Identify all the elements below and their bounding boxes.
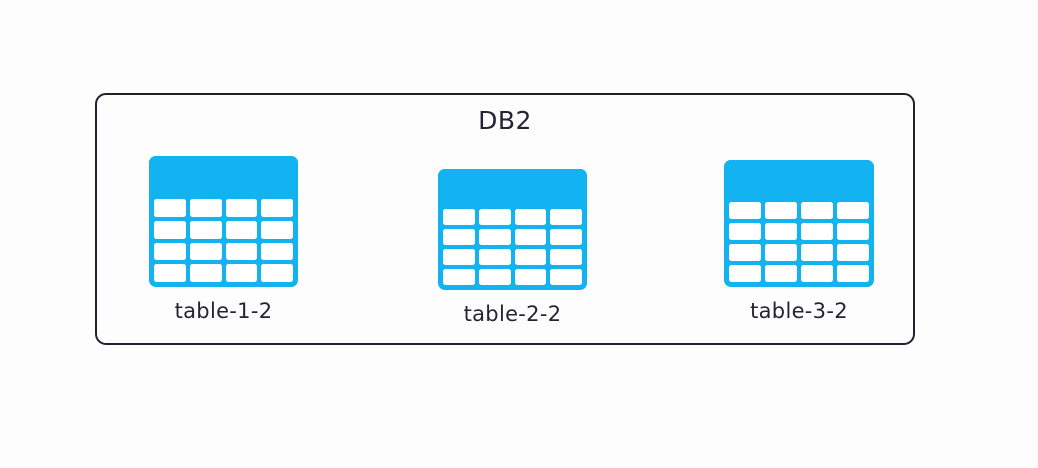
table-cell (514, 269, 547, 285)
table-cell (729, 223, 761, 240)
table-cell-grid (724, 202, 874, 287)
table-cell (478, 269, 511, 285)
table-node-3[interactable]: table-3-2 (724, 160, 874, 324)
table-cell (478, 229, 511, 245)
database-title: DB2 (478, 106, 532, 135)
table-cell (189, 242, 222, 261)
table-cell (801, 202, 833, 219)
table-label: table-2-2 (463, 302, 562, 326)
table-cell (443, 249, 475, 265)
table-cell (225, 199, 258, 217)
table-cell (514, 209, 547, 225)
table-cell (550, 249, 582, 265)
table-cell (261, 242, 293, 261)
table-cell (550, 229, 582, 245)
table-cell (189, 199, 222, 217)
table-cell (765, 202, 797, 219)
table-cell (729, 202, 761, 219)
table-cell (225, 220, 258, 239)
table-cell (261, 220, 293, 239)
table-node-1[interactable]: table-1-2 (149, 156, 298, 324)
table-cell (189, 264, 222, 282)
table-cell (443, 269, 475, 285)
table-cell (550, 269, 582, 285)
table-cell (837, 202, 869, 219)
table-cell (154, 264, 186, 282)
table-cell (837, 223, 869, 240)
table-header-band (438, 169, 587, 209)
table-cell (729, 244, 761, 261)
table-cell (261, 199, 293, 217)
table-cell (837, 244, 869, 261)
table-cell (261, 264, 293, 282)
table-cell (225, 264, 258, 282)
table-cell (765, 244, 797, 261)
table-cell (514, 229, 547, 245)
table-cell (765, 223, 797, 240)
table-cell (801, 265, 833, 282)
table-cell (478, 249, 511, 265)
table-icon (149, 156, 298, 287)
table-label: table-1-2 (174, 299, 273, 323)
table-cell (765, 265, 797, 282)
table-cell (154, 199, 186, 217)
table-cell-grid (438, 209, 587, 290)
table-icon (438, 169, 587, 290)
table-cell (801, 223, 833, 240)
table-cell (550, 209, 582, 225)
table-cell (478, 209, 511, 225)
table-cell (225, 242, 258, 261)
table-cell (729, 265, 761, 282)
table-label: table-3-2 (750, 299, 848, 323)
table-cell (514, 249, 547, 265)
table-cell-grid (149, 199, 298, 287)
table-node-2[interactable]: table-2-2 (438, 169, 587, 327)
table-cell (189, 220, 222, 239)
table-cell (154, 242, 186, 261)
table-icon (724, 160, 874, 287)
table-header-band (149, 156, 298, 199)
table-cell (154, 220, 186, 239)
database-container: DB2 table-1-2 (95, 93, 915, 345)
table-cell (837, 265, 869, 282)
table-header-band (724, 160, 874, 202)
table-cell (443, 209, 475, 225)
table-cell (443, 229, 475, 245)
table-cell (801, 244, 833, 261)
